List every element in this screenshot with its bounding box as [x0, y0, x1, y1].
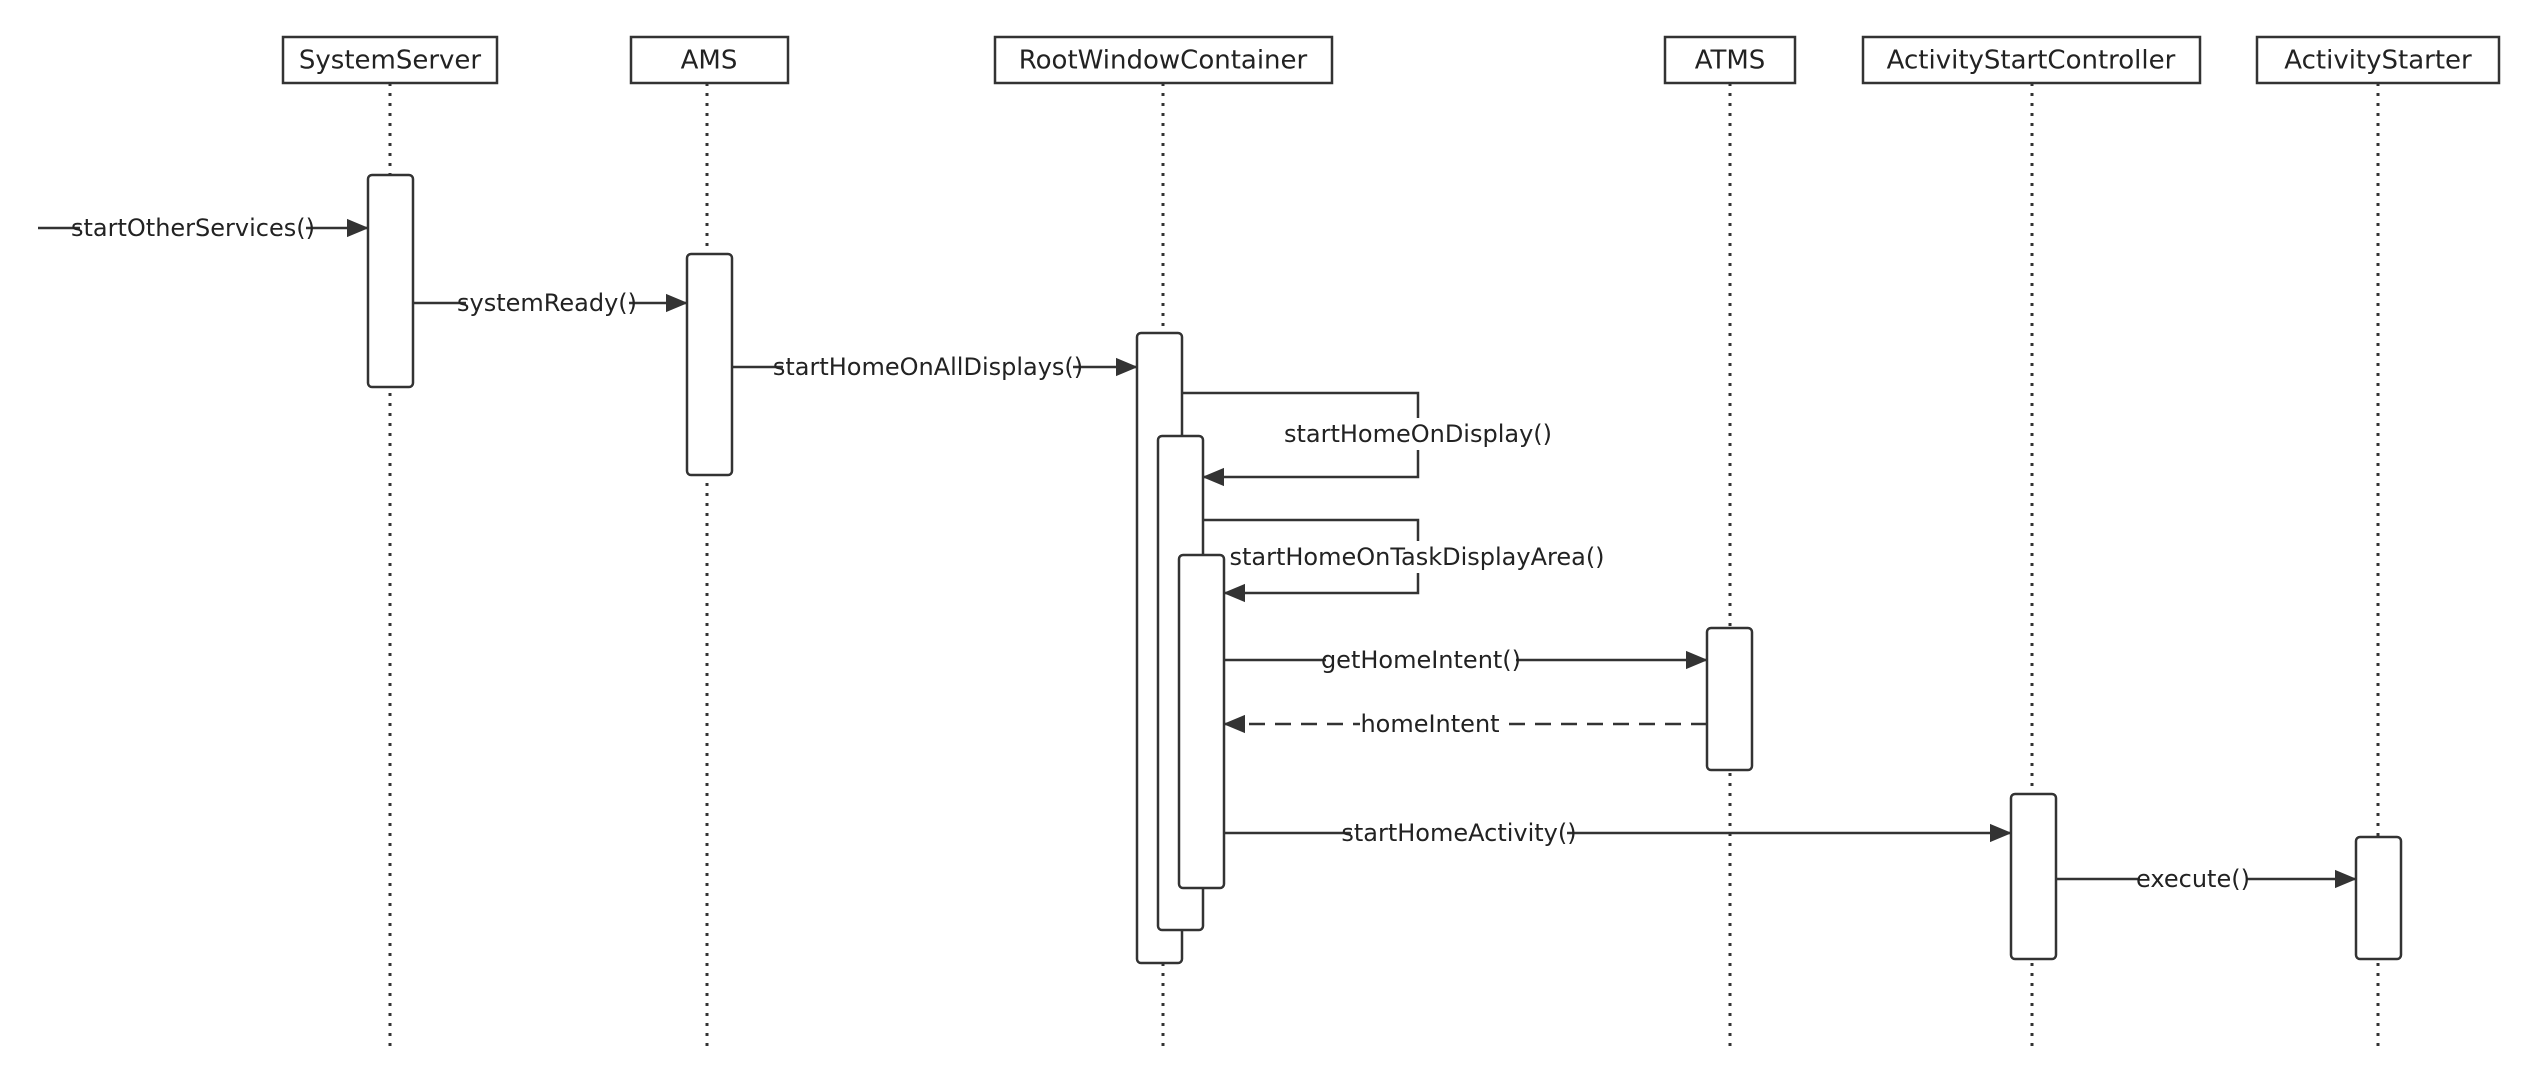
message-label: startHomeOnAllDisplays() [773, 353, 1083, 381]
message-start-home-on-display: startHomeOnDisplay() [1182, 391, 1552, 487]
activation-rootwindowcontainer-inner [1177, 553, 1226, 890]
participant-label: ActivityStartController [1887, 46, 2176, 76]
participant-activitystartcontroller: ActivityStartController [1861, 35, 2202, 85]
message-label: startHomeOnTaskDisplayArea() [1229, 543, 1604, 571]
message-system-ready: systemReady() [413, 287, 688, 319]
message-label: startHomeOnDisplay() [1284, 420, 1552, 448]
message-execute: execute() [2056, 863, 2357, 895]
messages: startOtherServices() systemReady() start… [38, 212, 2357, 895]
message-label: startHomeActivity() [1341, 819, 1576, 847]
message-label: getHomeIntent() [1321, 646, 1521, 674]
participant-label: ActivityStarter [2284, 46, 2472, 76]
participant-rootwindowcontainer: RootWindowContainer [993, 35, 1334, 85]
activation-activitystartcontroller [2009, 792, 2058, 961]
participant-activitystarter: ActivityStarter [2255, 35, 2501, 85]
participant-label: AMS [681, 46, 738, 76]
activation-activitystarter [2354, 835, 2403, 961]
message-label: systemReady() [457, 289, 637, 317]
message-start-home-on-all-displays: startHomeOnAllDisplays() [732, 351, 1138, 383]
participants: SystemServer AMS RootWindowContainer ATM… [281, 35, 2501, 85]
message-get-home-intent: getHomeIntent() [1224, 644, 1708, 676]
participant-label: ATMS [1695, 46, 1766, 76]
participant-label: RootWindowContainer [1019, 46, 1308, 76]
message-label: execute() [2136, 865, 2250, 893]
message-home-intent: homeIntent [1223, 708, 1707, 740]
message-label: startOtherServices() [71, 214, 315, 242]
message-start-other-services: startOtherServices() [38, 212, 369, 244]
participant-label: SystemServer [299, 46, 482, 76]
activations [366, 173, 2403, 965]
activation-ams [685, 252, 734, 477]
participant-systemserver: SystemServer [281, 35, 499, 85]
activation-systemserver [366, 173, 415, 389]
message-start-home-activity: startHomeActivity() [1224, 817, 2012, 849]
activation-atms [1705, 626, 1754, 772]
participant-ams: AMS [629, 35, 790, 85]
participant-atms: ATMS [1663, 35, 1797, 85]
message-label: homeIntent [1360, 710, 1499, 738]
message-start-home-on-task-display-area: startHomeOnTaskDisplayArea() [1203, 518, 1605, 603]
